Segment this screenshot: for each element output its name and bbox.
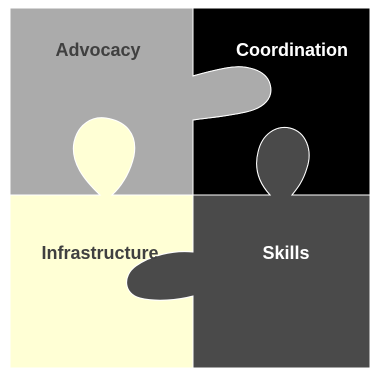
label-coordination: Coordination — [236, 40, 348, 60]
label-advocacy: Advocacy — [55, 40, 140, 60]
label-skills: Skills — [262, 243, 309, 263]
puzzle-piece-advocacy — [9, 7, 272, 196]
label-infrastructure: Infrastructure — [41, 243, 158, 263]
